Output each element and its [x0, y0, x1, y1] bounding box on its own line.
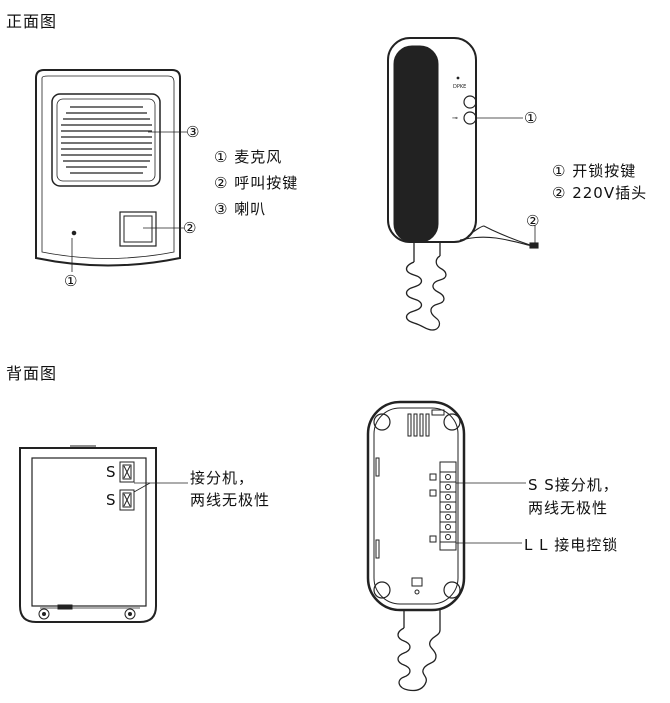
- back-telephone: [366, 400, 526, 692]
- back-door-panel: [19, 445, 188, 623]
- marker-speaker: ③: [186, 123, 201, 141]
- back-coiled-cord: [397, 610, 441, 692]
- rubber-foot: [443, 581, 461, 599]
- rubber-foot: [373, 413, 391, 431]
- call-button: [123, 215, 153, 243]
- vent-slots: [407, 409, 445, 437]
- terminal-label-s2: S: [106, 491, 117, 509]
- legend-speaker: ③ 喇叭: [214, 200, 267, 218]
- phone-jack: [411, 577, 423, 587]
- terminal-label-s1: S: [106, 463, 117, 481]
- front-door-panel: [35, 69, 187, 272]
- speaker-grille-frame: [51, 93, 161, 187]
- marker-unlock-key: ①: [524, 109, 539, 127]
- legend-power-plug: ② 220V插头: [552, 184, 648, 202]
- screw-hole: [124, 608, 136, 620]
- speaker-grille: [61, 106, 152, 174]
- power-plug: [529, 242, 539, 249]
- legend-microphone: ① 麦克风: [214, 148, 283, 166]
- call-button-frame: [119, 211, 157, 247]
- legend-call-button: ② 呼叫按键: [214, 174, 299, 192]
- coiled-cord: [405, 242, 447, 331]
- power-cord: [459, 225, 539, 249]
- back-phone-ll-label: L L 接电控锁: [524, 536, 619, 554]
- unlock-button: [463, 95, 477, 109]
- marker-power-plug: ②: [526, 212, 541, 230]
- key-icon: ⊸: [452, 114, 458, 122]
- back-view-title: 背面图: [6, 364, 58, 383]
- marker-microphone: ①: [64, 272, 79, 290]
- terminal-block: [119, 461, 135, 511]
- back-phone-ss-line2: 两线无极性: [528, 499, 609, 517]
- brand-logo: DPKE: [453, 84, 466, 90]
- screw-hole: [38, 608, 50, 620]
- terminal-strip: [429, 461, 457, 551]
- back-phone-ss-line1: S S接分机，: [528, 476, 619, 494]
- rubber-foot: [443, 413, 461, 431]
- microphone-hole: [71, 230, 77, 236]
- phone-body: [387, 37, 477, 243]
- phone-back-body: [366, 400, 466, 612]
- legend-unlock-key: ① 开锁按键: [552, 162, 637, 180]
- front-telephone: DPKE ⊸: [387, 37, 539, 331]
- rubber-foot: [373, 581, 391, 599]
- front-view-title: 正面图: [6, 12, 58, 31]
- back-panel-note-line2: 两线无极性: [190, 491, 271, 509]
- marker-call-button: ②: [183, 219, 198, 237]
- handset: [393, 45, 439, 243]
- back-panel-note-line1: 接分机，: [190, 469, 255, 487]
